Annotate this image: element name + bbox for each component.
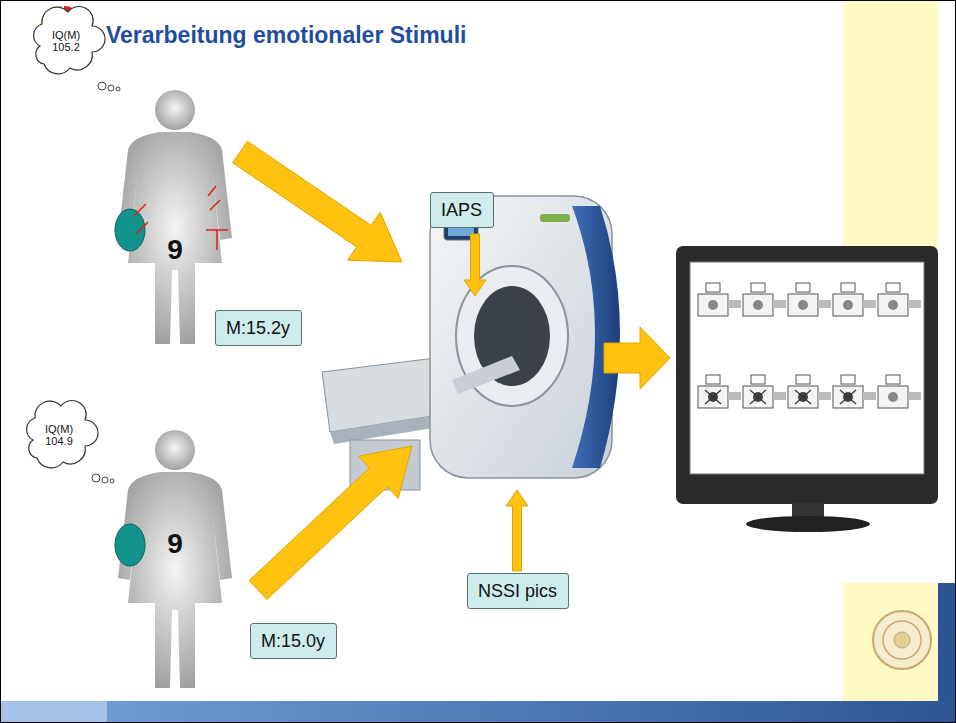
info-box: M:15.0y	[250, 623, 337, 659]
stimulus-icon	[878, 283, 908, 316]
icon-part	[708, 300, 718, 310]
iq-value: IQ(M) 104.9	[42, 423, 76, 447]
icon-part	[795, 390, 811, 404]
block-arrow	[506, 490, 528, 571]
figure-node: 9	[100, 428, 250, 690]
icon-part	[798, 300, 808, 310]
icon-part	[751, 375, 765, 384]
monitor	[676, 246, 938, 532]
block-arrow	[233, 141, 402, 262]
icon-part	[888, 392, 898, 402]
figure-node: 9	[100, 88, 250, 346]
icon-part	[886, 283, 900, 292]
icon-link	[908, 392, 921, 400]
icon-part	[743, 294, 773, 316]
figure-body	[118, 472, 232, 688]
stimulus-icon	[743, 283, 773, 316]
university-seal	[873, 611, 931, 669]
stimulus-icon	[698, 375, 728, 408]
icon-part	[750, 390, 766, 404]
group-size: 9	[100, 234, 250, 266]
icon-part	[878, 294, 908, 316]
stimulus-icon	[698, 283, 728, 316]
icon-part	[698, 386, 728, 408]
box-label: M:15.0y	[261, 630, 326, 652]
figure-head	[155, 90, 195, 130]
icon-part	[753, 300, 763, 310]
icon-part	[751, 283, 765, 292]
stimulus-icon	[833, 283, 863, 316]
side-band	[843, 583, 938, 701]
flow-arrows	[233, 141, 670, 599]
box-label: NSSI pics	[478, 580, 558, 602]
footer-bar	[107, 701, 955, 722]
icon-part	[841, 375, 855, 384]
footer-bar	[1, 701, 107, 722]
icon-link	[818, 300, 831, 308]
icon-part	[743, 386, 773, 408]
stimulus-icon	[833, 375, 863, 408]
bubble-outline	[27, 400, 98, 467]
icon-part	[788, 294, 818, 316]
box-label: M:15.2y	[226, 317, 291, 339]
icon-part	[841, 283, 855, 292]
icon-part	[843, 300, 853, 310]
icon-part	[796, 283, 810, 292]
icon-part	[698, 294, 728, 316]
bubble-outline	[34, 6, 105, 73]
thought-bubble-node: IQ(M) 105.2	[30, 4, 102, 74]
info-box: NSSI pics	[467, 573, 569, 609]
thought-dots	[92, 82, 120, 483]
box-label: IAPS	[441, 199, 483, 221]
slide-title: Verarbeitung emotionaler Stimuli	[106, 22, 466, 49]
figure-head	[155, 430, 195, 470]
group-size: 9	[100, 528, 250, 560]
stimulus-icon	[878, 375, 908, 408]
icon-part	[706, 375, 720, 384]
icon-part	[886, 375, 900, 384]
icon-part	[833, 294, 863, 316]
icon-part	[788, 386, 818, 408]
stimulus-icon	[788, 375, 818, 408]
icon-part	[888, 300, 898, 310]
icon-link	[818, 392, 831, 400]
block-arrow	[464, 234, 486, 296]
info-box: IAPS	[430, 192, 494, 228]
icon-link	[908, 300, 921, 308]
icon-part	[706, 283, 720, 292]
icon-part	[840, 390, 856, 404]
icon-link	[728, 392, 741, 400]
block-arrow	[604, 327, 670, 389]
icon-part	[705, 390, 721, 404]
icon-link	[728, 300, 741, 308]
icon-link	[863, 300, 876, 308]
iq-value: IQ(M) 105.2	[49, 29, 83, 53]
teal-marker	[115, 524, 145, 566]
block-arrow	[249, 446, 412, 600]
female-figure	[100, 88, 250, 346]
icon-part	[796, 375, 810, 384]
screen-stimuli	[698, 283, 921, 408]
icon-link	[773, 300, 786, 308]
stimulus-icon	[743, 375, 773, 408]
icon-link	[863, 392, 876, 400]
info-box: M:15.2y	[215, 310, 302, 346]
icon-part	[878, 386, 908, 408]
icon-link	[773, 392, 786, 400]
icon-part	[833, 386, 863, 408]
stimulus-icon	[788, 283, 818, 316]
thought-bubble-node: IQ(M) 104.9	[23, 398, 95, 468]
